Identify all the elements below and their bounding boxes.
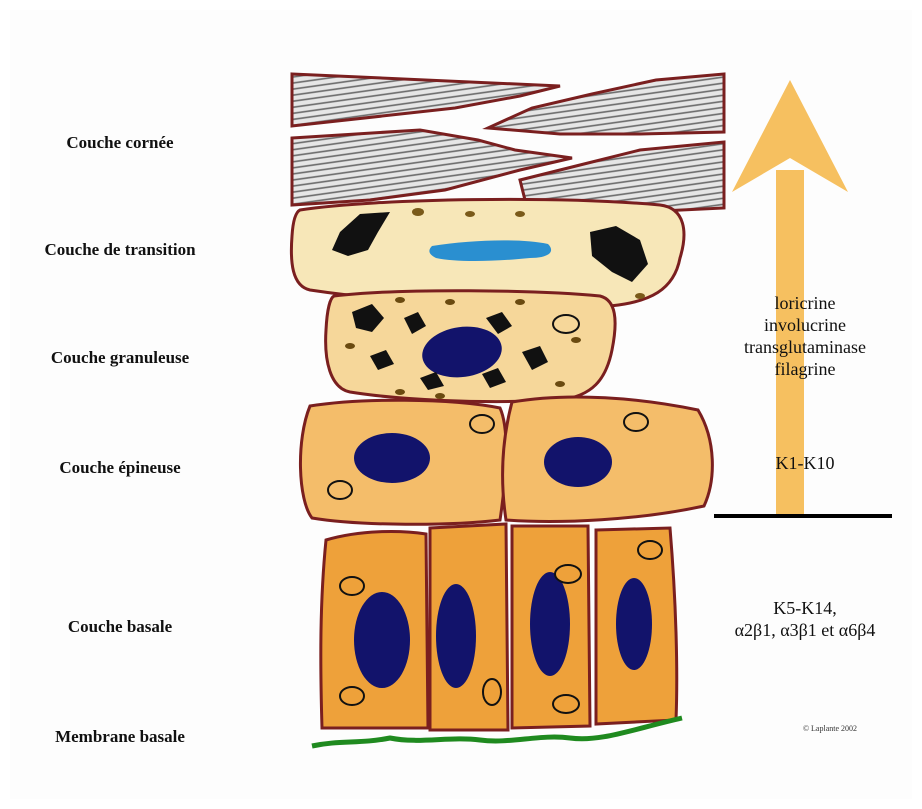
basal-integrins: α2β1, α3β1 et α6β4 — [700, 619, 910, 641]
marker-loricrine: loricrine — [700, 292, 910, 314]
layer-label-basale: Couche basale — [20, 617, 220, 637]
suprabasal-keratins: K1-K10 — [700, 452, 910, 474]
marker-involucrine: involucrine — [700, 314, 910, 336]
differentiation-markers: loricrine involucrine transglutaminase f… — [700, 292, 910, 380]
spinous-nucleus-2 — [544, 437, 612, 487]
copyright-note: © Laplante 2002 — [760, 724, 900, 733]
granular-layer — [326, 291, 615, 402]
basal-keratins: K5-K14, — [700, 597, 910, 619]
layer-label-epineuse: Couche épineuse — [20, 458, 220, 478]
layer-label-cornee: Couche cornée — [20, 133, 220, 153]
spinous-layer — [300, 397, 712, 524]
corneous-layer — [292, 74, 724, 212]
layer-label-transition: Couche de transition — [20, 240, 220, 260]
spinous-nucleus-1 — [354, 433, 430, 483]
basal-markers: K5-K14, α2β1, α3β1 et α6β4 — [700, 597, 910, 641]
layer-label-membrane-basale: Membrane basale — [20, 727, 220, 747]
marker-filagrine: filagrine — [700, 358, 910, 380]
layer-label-granuleuse: Couche granuleuse — [20, 348, 220, 368]
marker-transglutaminase: transglutaminase — [700, 336, 910, 358]
